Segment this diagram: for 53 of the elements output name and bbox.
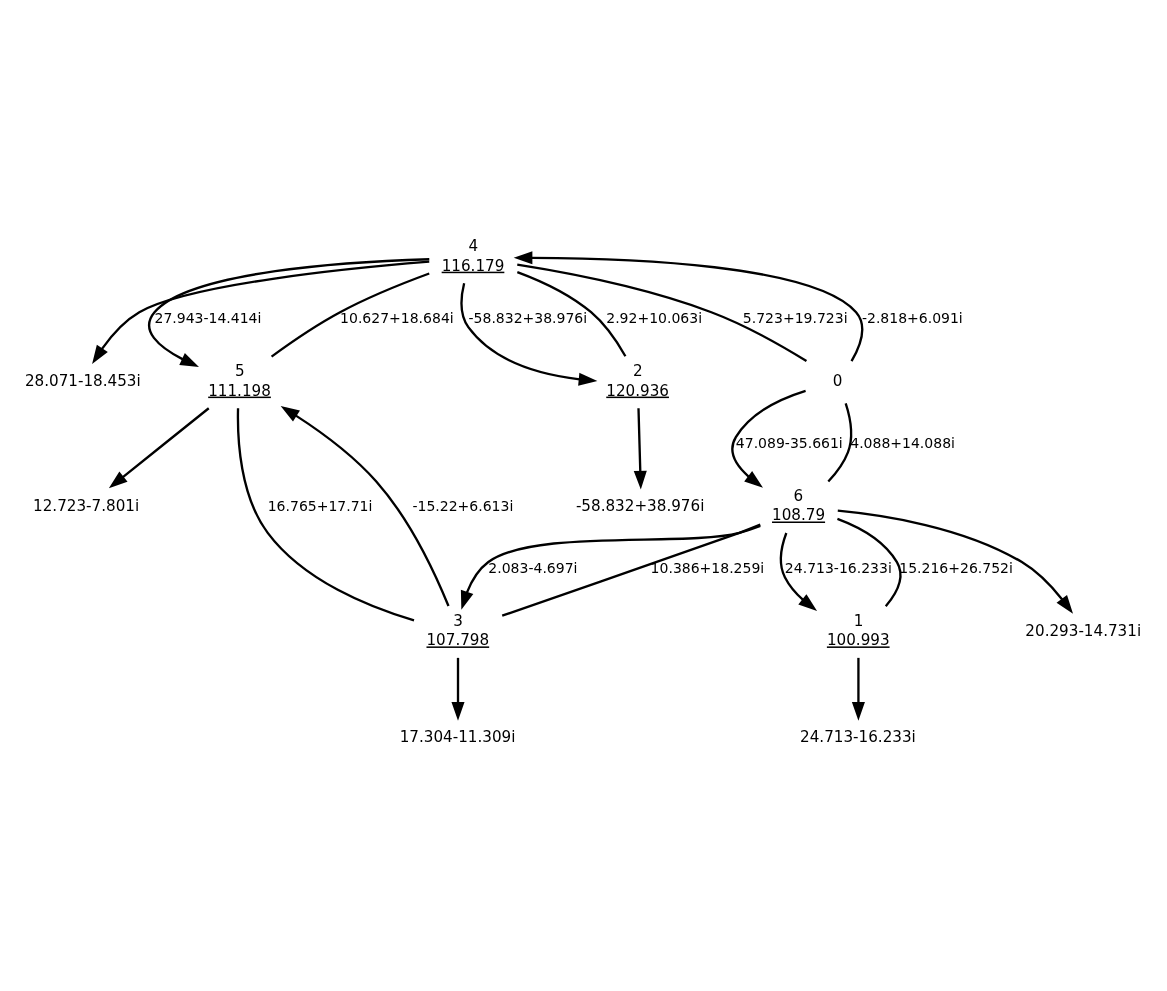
node-text: 24.713-16.233i <box>800 728 916 747</box>
node-label: 116.179 <box>441 256 505 275</box>
node-text: 12.723-7.801i <box>33 497 140 516</box>
node-text: 3 <box>453 611 463 630</box>
node-text: 5 <box>235 361 245 380</box>
edge-label: 10.627+18.684i <box>340 310 454 327</box>
arrow <box>148 258 430 367</box>
arrow <box>108 407 210 489</box>
node-label: 111.198 <box>208 381 271 400</box>
connector <box>827 402 853 483</box>
arrow <box>460 283 598 386</box>
node-label: 100.993 <box>826 631 890 650</box>
edge-label: -58.832+38.976i <box>468 310 588 327</box>
arrow <box>851 657 865 721</box>
arrow <box>280 406 450 607</box>
edge-label: 27.943-14.414i <box>154 310 262 327</box>
node-text: 28.071-18.453i <box>24 372 141 391</box>
node-text: -58.832+38.976i <box>575 497 705 516</box>
connector <box>837 517 902 607</box>
edge-label: 2.92+10.063i <box>606 310 703 327</box>
arrow <box>837 509 1073 614</box>
edge-label: 47.089-35.661i <box>735 435 843 452</box>
edge-label: 24.713-16.233i <box>784 560 892 577</box>
node-text: 4 <box>468 236 479 255</box>
edge-label: -15.22+6.613i <box>412 497 514 514</box>
arrow <box>633 408 647 490</box>
node-text: 2 <box>633 361 643 380</box>
arrow <box>779 532 818 611</box>
node-text: 20.293-14.731i <box>1025 622 1142 641</box>
connector <box>236 408 415 622</box>
arrow <box>460 524 761 610</box>
edge-label: 5.723+19.723i <box>742 310 848 327</box>
connector <box>516 270 627 357</box>
node-text: 6 <box>793 486 804 505</box>
edge-label: 15.216+26.752i <box>899 560 1013 577</box>
edge-label: 2.083-4.697i <box>488 560 578 577</box>
edge-label: 16.765+17.71i <box>267 497 373 514</box>
node-label: 107.798 <box>426 631 490 650</box>
node-label: 120.936 <box>606 381 669 400</box>
connector <box>517 263 808 362</box>
node-text: 17.304-11.309i <box>399 728 516 747</box>
edge-label: 10.386+18.259i <box>650 560 765 577</box>
node-label: 108.79 <box>772 506 826 525</box>
connector <box>501 523 761 617</box>
arrow <box>451 657 465 721</box>
connector <box>270 272 430 358</box>
edge-label: -2.818+6.091i <box>861 310 963 327</box>
arrow <box>731 389 806 488</box>
node-text: 1 <box>853 611 864 630</box>
node-text: 0 <box>832 372 843 391</box>
arrow <box>513 251 864 362</box>
arrow <box>92 260 430 365</box>
edge-label: 4.088+14.088i <box>850 435 955 452</box>
